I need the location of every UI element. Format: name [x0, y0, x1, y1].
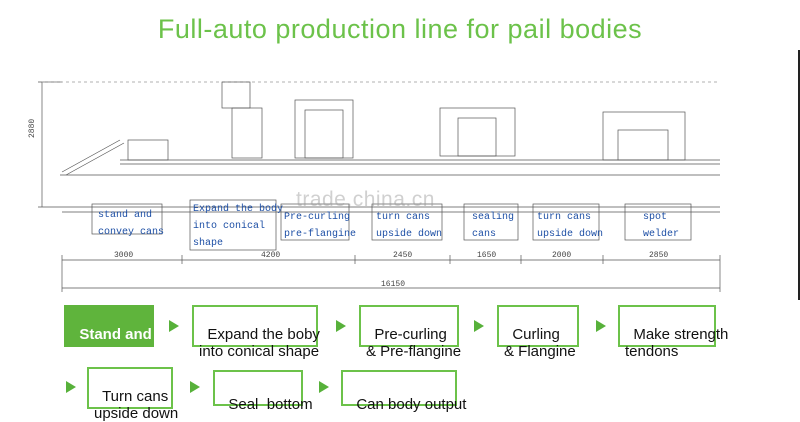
stage-label-expand: Expand the body into conical shape — [193, 204, 284, 249]
step-curling: Curling & Flangine — [497, 305, 579, 360]
stage-label-spot-welder: spot welder — [643, 212, 680, 240]
step-expand-body: Expand the boby into conical shape — [192, 305, 320, 360]
stage-label-turn-cans-2: turn cans upside down — [537, 212, 604, 240]
arrow-right-icon — [190, 381, 200, 393]
page-title: Full-auto production line for pail bodie… — [157, 14, 643, 44]
dim-stage-6: 2000 — [552, 251, 572, 260]
step-can-body-output: Can body output — [341, 370, 466, 413]
dim-stage-5: 1650 — [477, 251, 497, 260]
arrow-right-icon — [336, 320, 346, 332]
dim-stage-2: 4200 — [261, 251, 281, 260]
arrow-right-icon — [66, 381, 76, 393]
step-seal-bottom: Seal bottom — [213, 370, 313, 413]
arrow-right-icon — [474, 320, 484, 332]
step-stand-convey: Stand and convey cans — [64, 305, 161, 360]
stage-label-turn-cans-1: turn cans upside down — [376, 212, 443, 240]
arrow-right-icon — [319, 381, 329, 393]
dim-total: 16150 — [381, 280, 406, 289]
arrow-right-icon — [169, 320, 179, 332]
height-dimension: 2880 — [28, 118, 37, 138]
arrow-right-icon — [596, 320, 606, 332]
step-strength-tendons: Make strength tendons — [618, 305, 728, 360]
stage-label-stand-convey: stand and convey cans — [98, 210, 165, 238]
watermark: trade.china.cn — [296, 188, 435, 211]
step-pre-curling: Pre-curling & Pre-flangine — [359, 305, 461, 360]
dim-stage-1: 3000 — [114, 251, 134, 260]
dim-stage-3: 2450 — [393, 251, 413, 260]
step-turn-cans: Turn cans upside down — [87, 367, 178, 422]
right-border — [798, 50, 800, 300]
stage-label-sealing: sealing cans — [472, 212, 515, 240]
machine-line-drawing — [38, 81, 721, 292]
stage-label-pre-curling: Pre-curling pre-flangine — [284, 212, 357, 240]
dim-stage-7: 2850 — [649, 251, 669, 260]
